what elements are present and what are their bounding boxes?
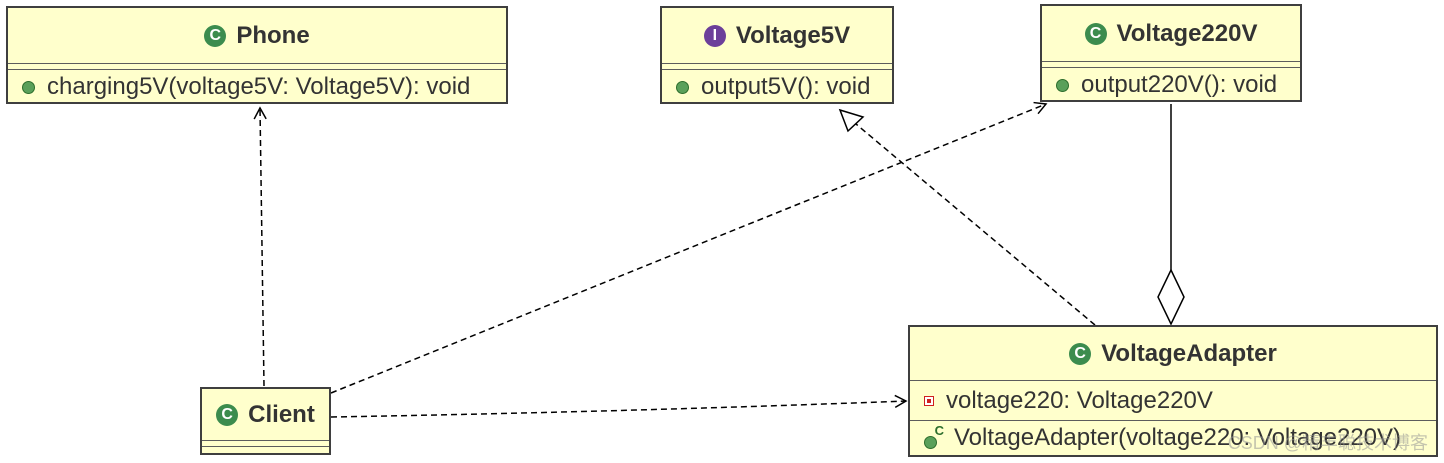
voltage5v-operation-row: output5V(): void [662,70,892,102]
phone-class-box[interactable]: C Phone charging5V(voltage5V: Voltage5V)… [6,6,508,104]
class-icon: C [216,403,239,426]
voltage-adapter-class-name: VoltageAdapter [1101,339,1277,367]
voltage220v-attributes-section [1042,62,1300,68]
dependency-client-phone [253,106,267,387]
client-class-name: Client [248,400,315,428]
dependency-client-voltage-adapter [330,394,908,418]
realization-hollow-triangle [838,108,865,133]
voltage-adapter-constructor-row: C VoltageAdapter(voltage220: Voltage220V… [910,421,1436,455]
voltage220v-class-header: C Voltage220V [1042,6,1300,62]
watermark: CSDN @精丰聪技术博客 [1227,433,1428,453]
phone-attributes-section [8,64,506,70]
voltage-adapter-attribute-row: voltage220: Voltage220V [910,381,1436,421]
class-icon: C [1069,342,1092,365]
voltage-adapter-class-box[interactable]: C VoltageAdapter voltage220: Voltage220V… [908,325,1438,457]
voltage-adapter-attribute-text: voltage220: Voltage220V [946,386,1213,414]
dependency-client-voltage220v [330,101,1048,394]
voltage5v-interface-name: Voltage5V [735,21,851,49]
public-method-icon [1056,78,1069,92]
voltage5v-attributes-section [662,64,892,70]
voltage5v-interface-header: I Voltage5V [662,8,892,64]
private-field-icon [924,395,934,406]
class-icon: C [1084,22,1107,45]
voltage220v-operation-row: output220V(): void [1042,68,1300,100]
voltage-adapter-constructor-text: VoltageAdapter(voltage220: Voltage220V) [954,424,1402,451]
class-icon: C [204,24,227,47]
phone-class-name: Phone [236,21,310,49]
constructor-icon: C [924,423,944,449]
client-class-box[interactable]: C Client [200,387,331,455]
voltage5v-operation-text: output5V(): void [701,73,871,100]
client-operations-section [202,447,329,453]
phone-class-header: C Phone [8,8,506,64]
interface-icon: I [703,24,726,47]
voltage220v-class-name: Voltage220V [1116,19,1258,47]
public-method-icon [22,80,35,94]
voltage220v-class-box[interactable]: C Voltage220V output220V(): void [1040,4,1302,102]
phone-operation-text: charging5V(voltage5V: Voltage5V): void [47,73,471,100]
public-method-icon [676,80,689,94]
client-class-header: C Client [202,389,329,441]
realization-line [855,123,1096,326]
voltage220v-operation-text: output220V(): void [1081,71,1278,98]
aggregation-hollow-diamond [1157,268,1185,326]
client-attributes-section [202,441,329,447]
voltage5v-interface-box[interactable]: I Voltage5V output5V(): void [660,6,894,104]
voltage-adapter-class-header: C VoltageAdapter [910,327,1436,381]
phone-operation-row: charging5V(voltage5V: Voltage5V): void [8,70,506,102]
